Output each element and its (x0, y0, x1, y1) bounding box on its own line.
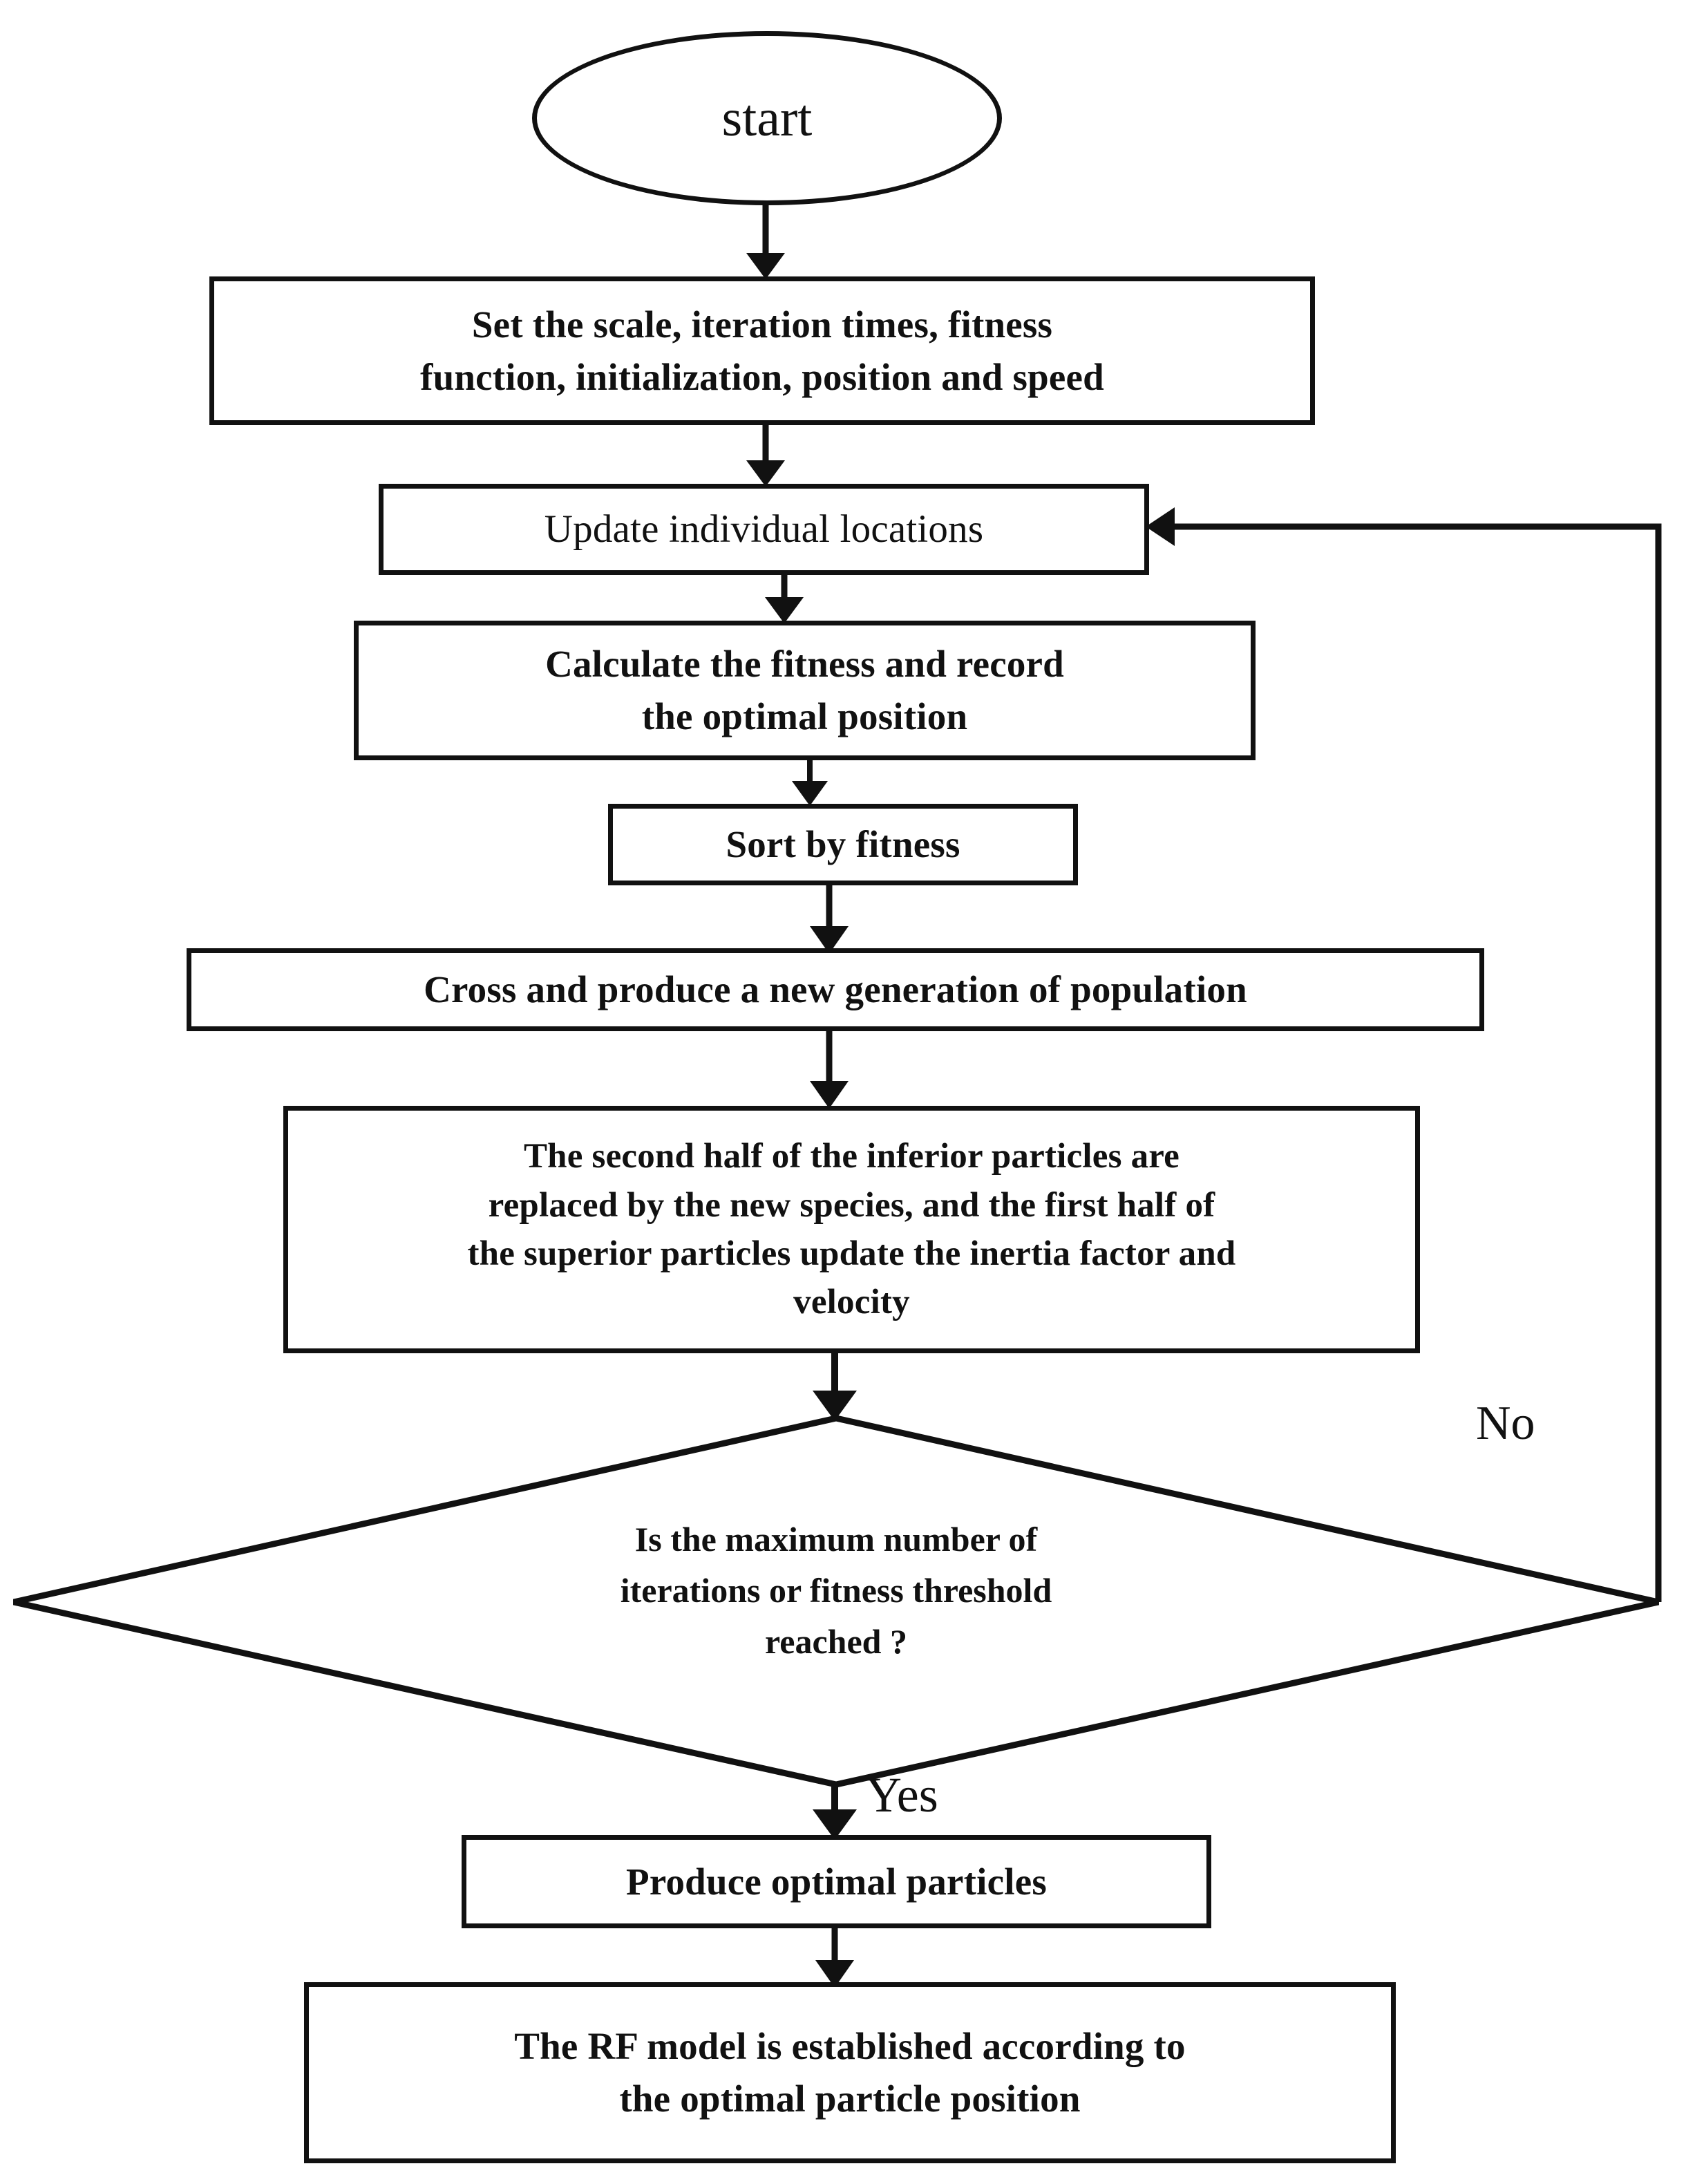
edge-cross-to-replace (810, 1030, 849, 1109)
edge-setup-to-update (746, 425, 785, 487)
node-cross-produce[interactable]: Cross and produce a new generation of po… (187, 948, 1484, 1031)
node-sort-fitness-label: Sort by fitness (726, 823, 960, 866)
node-rf-model[interactable]: The RF model is established according to… (304, 1982, 1396, 2163)
node-start[interactable]: start (532, 31, 1002, 205)
edge-label-no: No (1476, 1397, 1535, 1450)
edge-decision-yes-to-produce (813, 1785, 857, 1840)
node-calculate-fitness[interactable]: Calculate the fitness and record the opt… (354, 621, 1256, 760)
node-rf-model-label: The RF model is established according to… (514, 2025, 1186, 2120)
edge-replace-to-decision (813, 1351, 857, 1421)
node-update-locations[interactable]: Update individual locations (379, 484, 1149, 575)
edge-update-to-calculate (765, 574, 804, 623)
node-sort-fitness[interactable]: Sort by fitness (608, 804, 1078, 885)
node-decision-label: Is the maximum number of iterations or f… (620, 1520, 1052, 1661)
edge-label-yes: Yes (866, 1767, 938, 1823)
node-produce-optimal[interactable]: Produce optimal particles (462, 1835, 1211, 1928)
edge-produce-to-rf (815, 1928, 854, 1988)
node-calculate-fitness-label: Calculate the fitness and record the opt… (545, 643, 1064, 737)
node-start-label: start (721, 88, 813, 147)
node-setup-label: Set the scale, iteration times, fitness … (420, 303, 1104, 398)
node-update-locations-label: Update individual locations (544, 507, 984, 551)
edge-sort-to-cross (810, 885, 849, 954)
node-setup[interactable]: Set the scale, iteration times, fitness … (209, 276, 1315, 425)
node-replace-update[interactable]: The second half of the inferior particle… (283, 1106, 1420, 1353)
node-replace-update-label: The second half of the inferior particle… (467, 1137, 1236, 1322)
node-produce-optimal-label: Produce optimal particles (626, 1860, 1047, 1903)
node-cross-produce-label: Cross and produce a new generation of po… (424, 968, 1247, 1011)
edge-start-to-setup (746, 205, 785, 279)
edge-calculate-to-sort (792, 760, 828, 806)
